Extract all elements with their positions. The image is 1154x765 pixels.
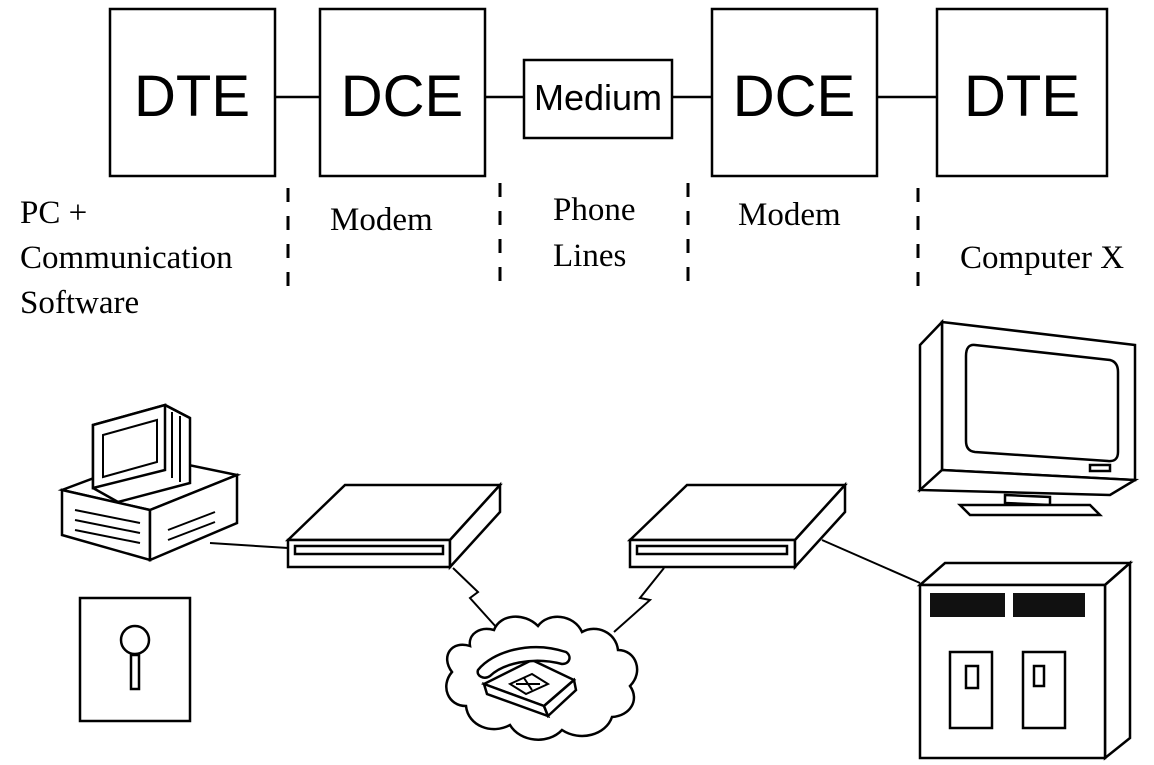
caption-computer-x: Computer X: [960, 240, 1124, 276]
medium-label: Medium: [534, 77, 662, 118]
dce-right-box: [710, 7, 879, 178]
caption-pc-line2: Communication: [20, 240, 233, 276]
modem-left-icon: [284, 481, 503, 571]
modem-right-icon: [626, 481, 848, 571]
dte-left-box: [108, 7, 277, 178]
pc-icon: [57, 403, 242, 562]
cable-pc-modem: [209, 542, 289, 549]
floppy-disk-icon: [78, 596, 192, 723]
dte-left-label: DTE: [134, 64, 250, 129]
caption-phone-line2: Lines: [553, 238, 626, 274]
dce-left-label: DCE: [341, 64, 463, 129]
separators: [286, 183, 920, 290]
zigzag-left: [452, 567, 498, 629]
caption-modem-right: Modem: [738, 197, 841, 233]
server-cabinet-icon: [916, 560, 1134, 761]
captions: PC + Communication Software Modem Phone …: [20, 192, 1124, 321]
cloud-telephone-icon: [445, 615, 639, 741]
caption-phone-line1: Phone: [553, 192, 636, 228]
caption-modem-left: Modem: [330, 202, 433, 238]
dte-right-label: DTE: [964, 64, 1080, 129]
caption-pc-line3: Software: [20, 285, 139, 321]
monitor-icon: [916, 318, 1140, 517]
block-chain: DTE DCE Medium DCE DTE: [108, 7, 1109, 178]
dte-right-box: [935, 7, 1109, 178]
zigzag-right: [613, 567, 665, 633]
caption-pc-line1: PC +: [20, 195, 87, 231]
medium-box: [522, 58, 674, 140]
dce-right-label: DCE: [733, 64, 855, 129]
dce-left-box: [318, 7, 487, 178]
cable-modem-computer: [821, 539, 921, 584]
